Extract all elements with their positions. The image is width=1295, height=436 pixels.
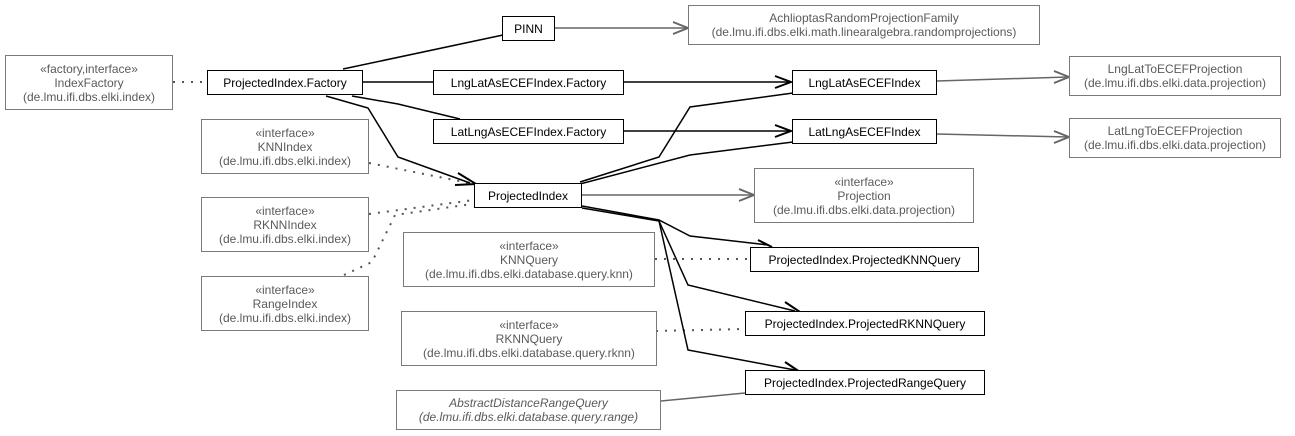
class-name: LatLngAsECEFIndex.Factory (450, 124, 607, 139)
edge-projectedindex-projrknnquery (581, 207, 796, 312)
node-projected-rknn-query[interactable]: ProjectedIndex.ProjectedRKNNQuery (745, 311, 985, 336)
class-name: LngLatToECEFProjection (1107, 62, 1243, 76)
edge-latlngindex-latlngproj (936, 133, 1069, 138)
class-name: LngLatAsECEFIndex.Factory (450, 75, 607, 90)
package-label: (de.lmu.ifi.dbs.elki.index) (218, 153, 352, 168)
stereotype-label: «interface» (255, 125, 315, 140)
stereotype-label: «interface» (499, 238, 559, 253)
class-name: ProjectedIndex.ProjectedKNNQuery (768, 252, 961, 267)
node-knn-index[interactable]: «interface» KNNIndex (de.lmu.ifi.dbs.elk… (201, 119, 369, 174)
node-latlng-projection[interactable]: LatLngToECEFProjection (de.lmu.ifi.dbs.e… (1069, 118, 1281, 158)
node-projected-index[interactable]: ProjectedIndex (474, 183, 582, 208)
node-projected-knn-query[interactable]: ProjectedIndex.ProjectedKNNQuery (750, 247, 979, 272)
edge-factory-projectedindex (325, 95, 471, 184)
stereotype-label: «interface» (834, 174, 894, 189)
node-projected-index-factory[interactable]: ProjectedIndex.Factory (207, 70, 363, 95)
node-lnglat-index[interactable]: LngLatAsECEFIndex (792, 70, 937, 95)
class-name: ProjectedIndex.ProjectedRKNNQuery (764, 316, 966, 331)
class-name: LngLatAsECEFIndex (808, 75, 921, 90)
edge-projectedindex-projknnquery (581, 205, 769, 246)
class-name: IndexFactory (54, 75, 124, 90)
package-label: (de.lmu.ifi.dbs.elki.index) (218, 231, 352, 246)
node-latlng-index[interactable]: LatLngAsECEFIndex (792, 119, 937, 144)
arrowhead-projknnquery (757, 239, 773, 248)
class-name: AchlioptasRandomProjectionFamily (769, 11, 959, 25)
node-lnglat-factory[interactable]: LngLatAsECEFIndex.Factory (433, 70, 624, 95)
edge-projectedindex-projrangequery (658, 220, 796, 371)
node-lnglat-projection[interactable]: LngLatToECEFProjection (de.lmu.ifi.dbs.e… (1069, 56, 1281, 96)
edge-projectedindex-latlngindex (579, 141, 794, 185)
node-projected-range-query[interactable]: ProjectedIndex.ProjectedRangeQuery (745, 370, 985, 395)
class-name: KNNIndex (257, 139, 313, 154)
edge-projectedindex-lnglatindex (579, 92, 794, 183)
class-name: RKNNIndex (253, 217, 317, 232)
node-range-index[interactable]: «interface» RangeIndex (de.lmu.ifi.dbs.e… (201, 276, 369, 331)
package-label: (de.lmu.ifi.dbs.elki.index) (218, 310, 352, 325)
class-name: RKNNQuery (495, 331, 563, 346)
package-label: (de.lmu.ifi.dbs.elki.database.query.rknn… (423, 345, 635, 360)
class-name: KNNQuery (499, 252, 558, 267)
node-knn-query[interactable]: «interface» KNNQuery (de.lmu.ifi.dbs.elk… (403, 232, 655, 287)
class-name: RangeIndex (252, 296, 318, 311)
package-label: (de.lmu.ifi.dbs.elki.data.projection) (1083, 138, 1267, 152)
class-name: Projection (837, 188, 891, 203)
edge-factory-pinn (342, 34, 504, 70)
class-name: LatLngAsECEFIndex (808, 124, 921, 139)
package-label: (de.lmu.ifi.dbs.elki.data.projection) (772, 202, 956, 217)
package-label: (de.lmu.ifi.dbs.elki.data.projection) (1083, 76, 1267, 90)
arrowhead-latlngindex (774, 124, 794, 138)
arrowhead-projrknnquery (784, 301, 801, 313)
stereotype-label: «interface» (255, 282, 315, 297)
class-name: LatLngToECEFProjection (1107, 124, 1243, 138)
class-name: ProjectedIndex (487, 188, 569, 203)
package-label: (de.lmu.ifi.dbs.elki.database.query.knn) (425, 266, 633, 281)
package-label: (de.lmu.ifi.dbs.elki.math.linearalgebra.… (711, 25, 1017, 39)
stereotype-label: «factory,interface» (40, 61, 138, 76)
node-index-factory[interactable]: «factory,interface» IndexFactory (de.lmu… (5, 55, 173, 110)
node-achlioptas[interactable]: AchlioptasRandomProjectionFamily (de.lmu… (688, 5, 1040, 45)
node-projection[interactable]: «interface» Projection (de.lmu.ifi.dbs.e… (754, 168, 974, 223)
stereotype-label: «interface» (499, 317, 559, 332)
node-abstract-range-query[interactable]: AbstractDistanceRangeQuery (de.lmu.ifi.d… (396, 390, 661, 430)
edge-projrangequery-abstractrangequery (660, 392, 746, 402)
package-label: (de.lmu.ifi.dbs.elki.index) (22, 89, 156, 104)
class-name: AbstractDistanceRangeQuery (449, 396, 608, 410)
package-label: (de.lmu.ifi.dbs.elki.database.query.rang… (418, 410, 639, 424)
edge-lnglatindex-lnglatproj (936, 76, 1069, 82)
edge-rknnquery-projrknnquery (655, 328, 746, 332)
node-rknn-index[interactable]: «interface» RKNNIndex (de.lmu.ifi.dbs.el… (201, 197, 369, 252)
arrowhead-lnglatindex (774, 75, 794, 89)
node-latlng-factory[interactable]: LatLngAsECEFIndex.Factory (433, 119, 624, 144)
class-name: ProjectedIndex.ProjectedRangeQuery (763, 375, 967, 390)
node-pinn[interactable]: PINN (502, 16, 555, 41)
edge-factory-latlngfactory (351, 95, 461, 120)
class-name: PINN (514, 21, 543, 36)
stereotype-label: «interface» (255, 203, 315, 218)
node-rknn-query[interactable]: «interface» RKNNQuery (de.lmu.ifi.dbs.el… (401, 311, 657, 366)
class-name: ProjectedIndex.Factory (223, 75, 347, 90)
